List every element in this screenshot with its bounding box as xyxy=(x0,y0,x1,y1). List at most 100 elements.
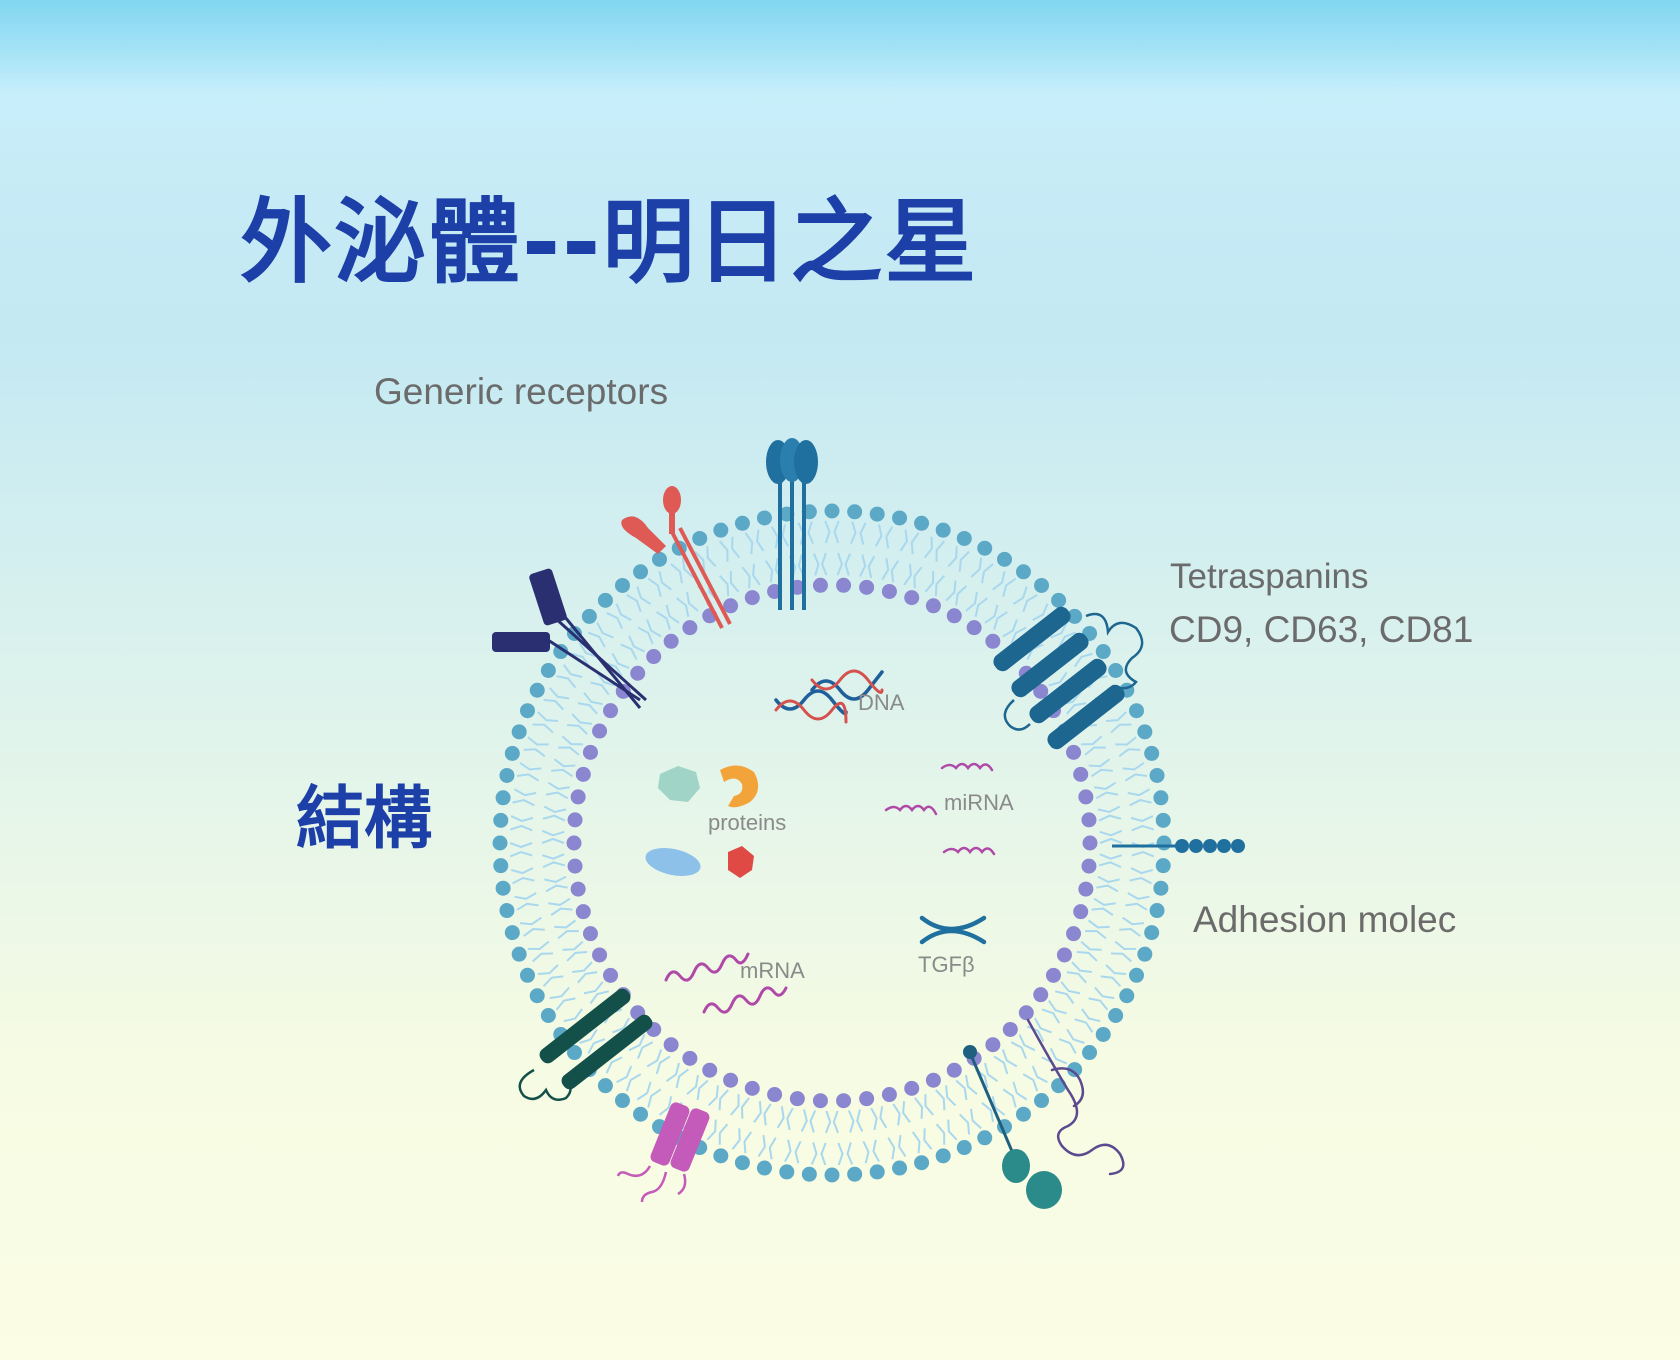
lipid-tail xyxy=(1031,1065,1048,1084)
lipid-tail xyxy=(519,762,542,771)
outer-lipid-head xyxy=(492,835,508,851)
outer-lipid-head xyxy=(801,1166,817,1182)
teal-protein xyxy=(963,1045,1062,1209)
inner-lipid-head xyxy=(566,835,582,851)
navy-receptor xyxy=(492,568,648,709)
lipid-tail xyxy=(807,521,815,544)
lipid-tail xyxy=(824,520,831,544)
inner-lipid-head xyxy=(1033,683,1049,699)
inner-lipid-head xyxy=(575,766,591,782)
lipid-tail xyxy=(934,574,946,596)
lipid-tail xyxy=(1131,824,1155,832)
lipid-tail xyxy=(1091,768,1113,778)
outer-lipid-head xyxy=(756,510,772,526)
lipid-tail xyxy=(1073,652,1093,668)
outer-lipid-head xyxy=(935,522,951,538)
inner-lipid-head xyxy=(812,577,828,593)
lipid-tail xyxy=(1122,762,1145,771)
outer-lipid-head xyxy=(869,506,885,522)
protein-cargo xyxy=(645,765,759,878)
lipid-tail xyxy=(558,746,580,756)
inner-lipid-head xyxy=(682,1050,698,1066)
lipid-tail xyxy=(620,643,638,660)
lipid-tail xyxy=(1127,892,1150,900)
inner-lipid-head xyxy=(582,926,598,942)
outer-lipid-head xyxy=(824,1167,840,1183)
lipid-tail xyxy=(531,952,554,963)
outer-lipid-head xyxy=(1144,925,1160,941)
lipid-tail xyxy=(1097,875,1120,883)
lipid-tail xyxy=(923,1128,933,1150)
lipid-tail xyxy=(872,1139,880,1163)
tgfb-label: TGFβ xyxy=(918,952,975,977)
outer-lipid-head xyxy=(493,812,509,828)
lipid-tail xyxy=(1074,1018,1094,1033)
dna-label: DNA xyxy=(858,690,905,715)
lipid-tail xyxy=(1085,929,1107,940)
lipid-tail xyxy=(590,681,610,696)
lipid-tail xyxy=(557,929,579,940)
lipid-tail xyxy=(1130,815,1154,823)
outer-lipid-head xyxy=(824,503,840,519)
lipid-tail xyxy=(1001,1049,1018,1068)
inner-lipid-head xyxy=(570,789,586,805)
outer-lipid-head xyxy=(511,946,527,962)
lipid-tail xyxy=(509,842,533,849)
lipid-tail xyxy=(520,916,542,926)
lipid-tail xyxy=(1115,736,1137,746)
inner-lipid-head xyxy=(630,665,646,681)
lipid-tail xyxy=(992,570,1006,591)
inner-lipid-head xyxy=(904,590,920,606)
inner-lipid-head xyxy=(744,590,760,606)
lipid-tail xyxy=(1093,897,1116,906)
lipid-tail xyxy=(740,1097,750,1119)
inner-lipid-head xyxy=(881,1087,897,1103)
lipid-tail xyxy=(1097,805,1121,814)
lipid-tail xyxy=(718,540,729,562)
lipid-tail xyxy=(646,619,662,638)
lipid-tail xyxy=(991,1096,1006,1116)
mirna-label: miRNA xyxy=(944,790,1014,815)
lipid-tail xyxy=(550,907,573,916)
page-title: 外泌體--明日之星 xyxy=(240,189,979,296)
lipid-tail xyxy=(1100,975,1122,987)
lipid-tail xyxy=(587,631,606,648)
lipid-tail xyxy=(849,521,857,544)
outer-lipid-head xyxy=(914,1155,930,1171)
outer-lipid-head xyxy=(713,1148,729,1164)
lipid-tail xyxy=(675,1068,690,1089)
outer-lipid-head xyxy=(529,682,545,698)
lipid-tail xyxy=(563,1008,583,1023)
lipid-tail xyxy=(1050,622,1068,639)
lipid-tail xyxy=(571,652,591,668)
lipid-tail xyxy=(1066,1028,1085,1044)
lipid-tail xyxy=(1049,1047,1068,1065)
outer-lipid-head xyxy=(633,1106,649,1122)
mirna-cargo xyxy=(884,762,996,856)
outer-lipid-head xyxy=(1149,903,1165,919)
proteins-label: proteins xyxy=(708,810,786,835)
lipid-tail xyxy=(1002,577,1017,597)
lipid-tail xyxy=(549,986,570,1000)
lipid-tail xyxy=(1099,837,1123,844)
lipid-tail xyxy=(955,585,968,606)
lipid-tail xyxy=(935,1089,946,1111)
lipid-tail xyxy=(756,529,765,552)
lipid-tail xyxy=(587,1038,606,1054)
lipid-tail xyxy=(846,1142,854,1165)
lipid-tail xyxy=(1054,990,1075,1005)
magenta-protein xyxy=(616,1102,710,1203)
lipid-tail xyxy=(969,1108,982,1130)
inner-lipid-head xyxy=(1066,926,1082,942)
outer-lipid-head xyxy=(1051,592,1067,608)
lipid-tail xyxy=(514,892,537,900)
outer-lipid-head xyxy=(1095,1026,1111,1042)
lipid-tail xyxy=(626,594,642,613)
tgfb-cargo xyxy=(919,915,987,945)
inner-lipid-head xyxy=(1081,812,1097,828)
lipid-tail xyxy=(832,1110,840,1134)
inner-lipid-head xyxy=(946,1062,962,1078)
lipid-tail xyxy=(510,867,534,875)
inner-lipid-head xyxy=(592,947,608,963)
lipid-tail xyxy=(970,557,983,578)
